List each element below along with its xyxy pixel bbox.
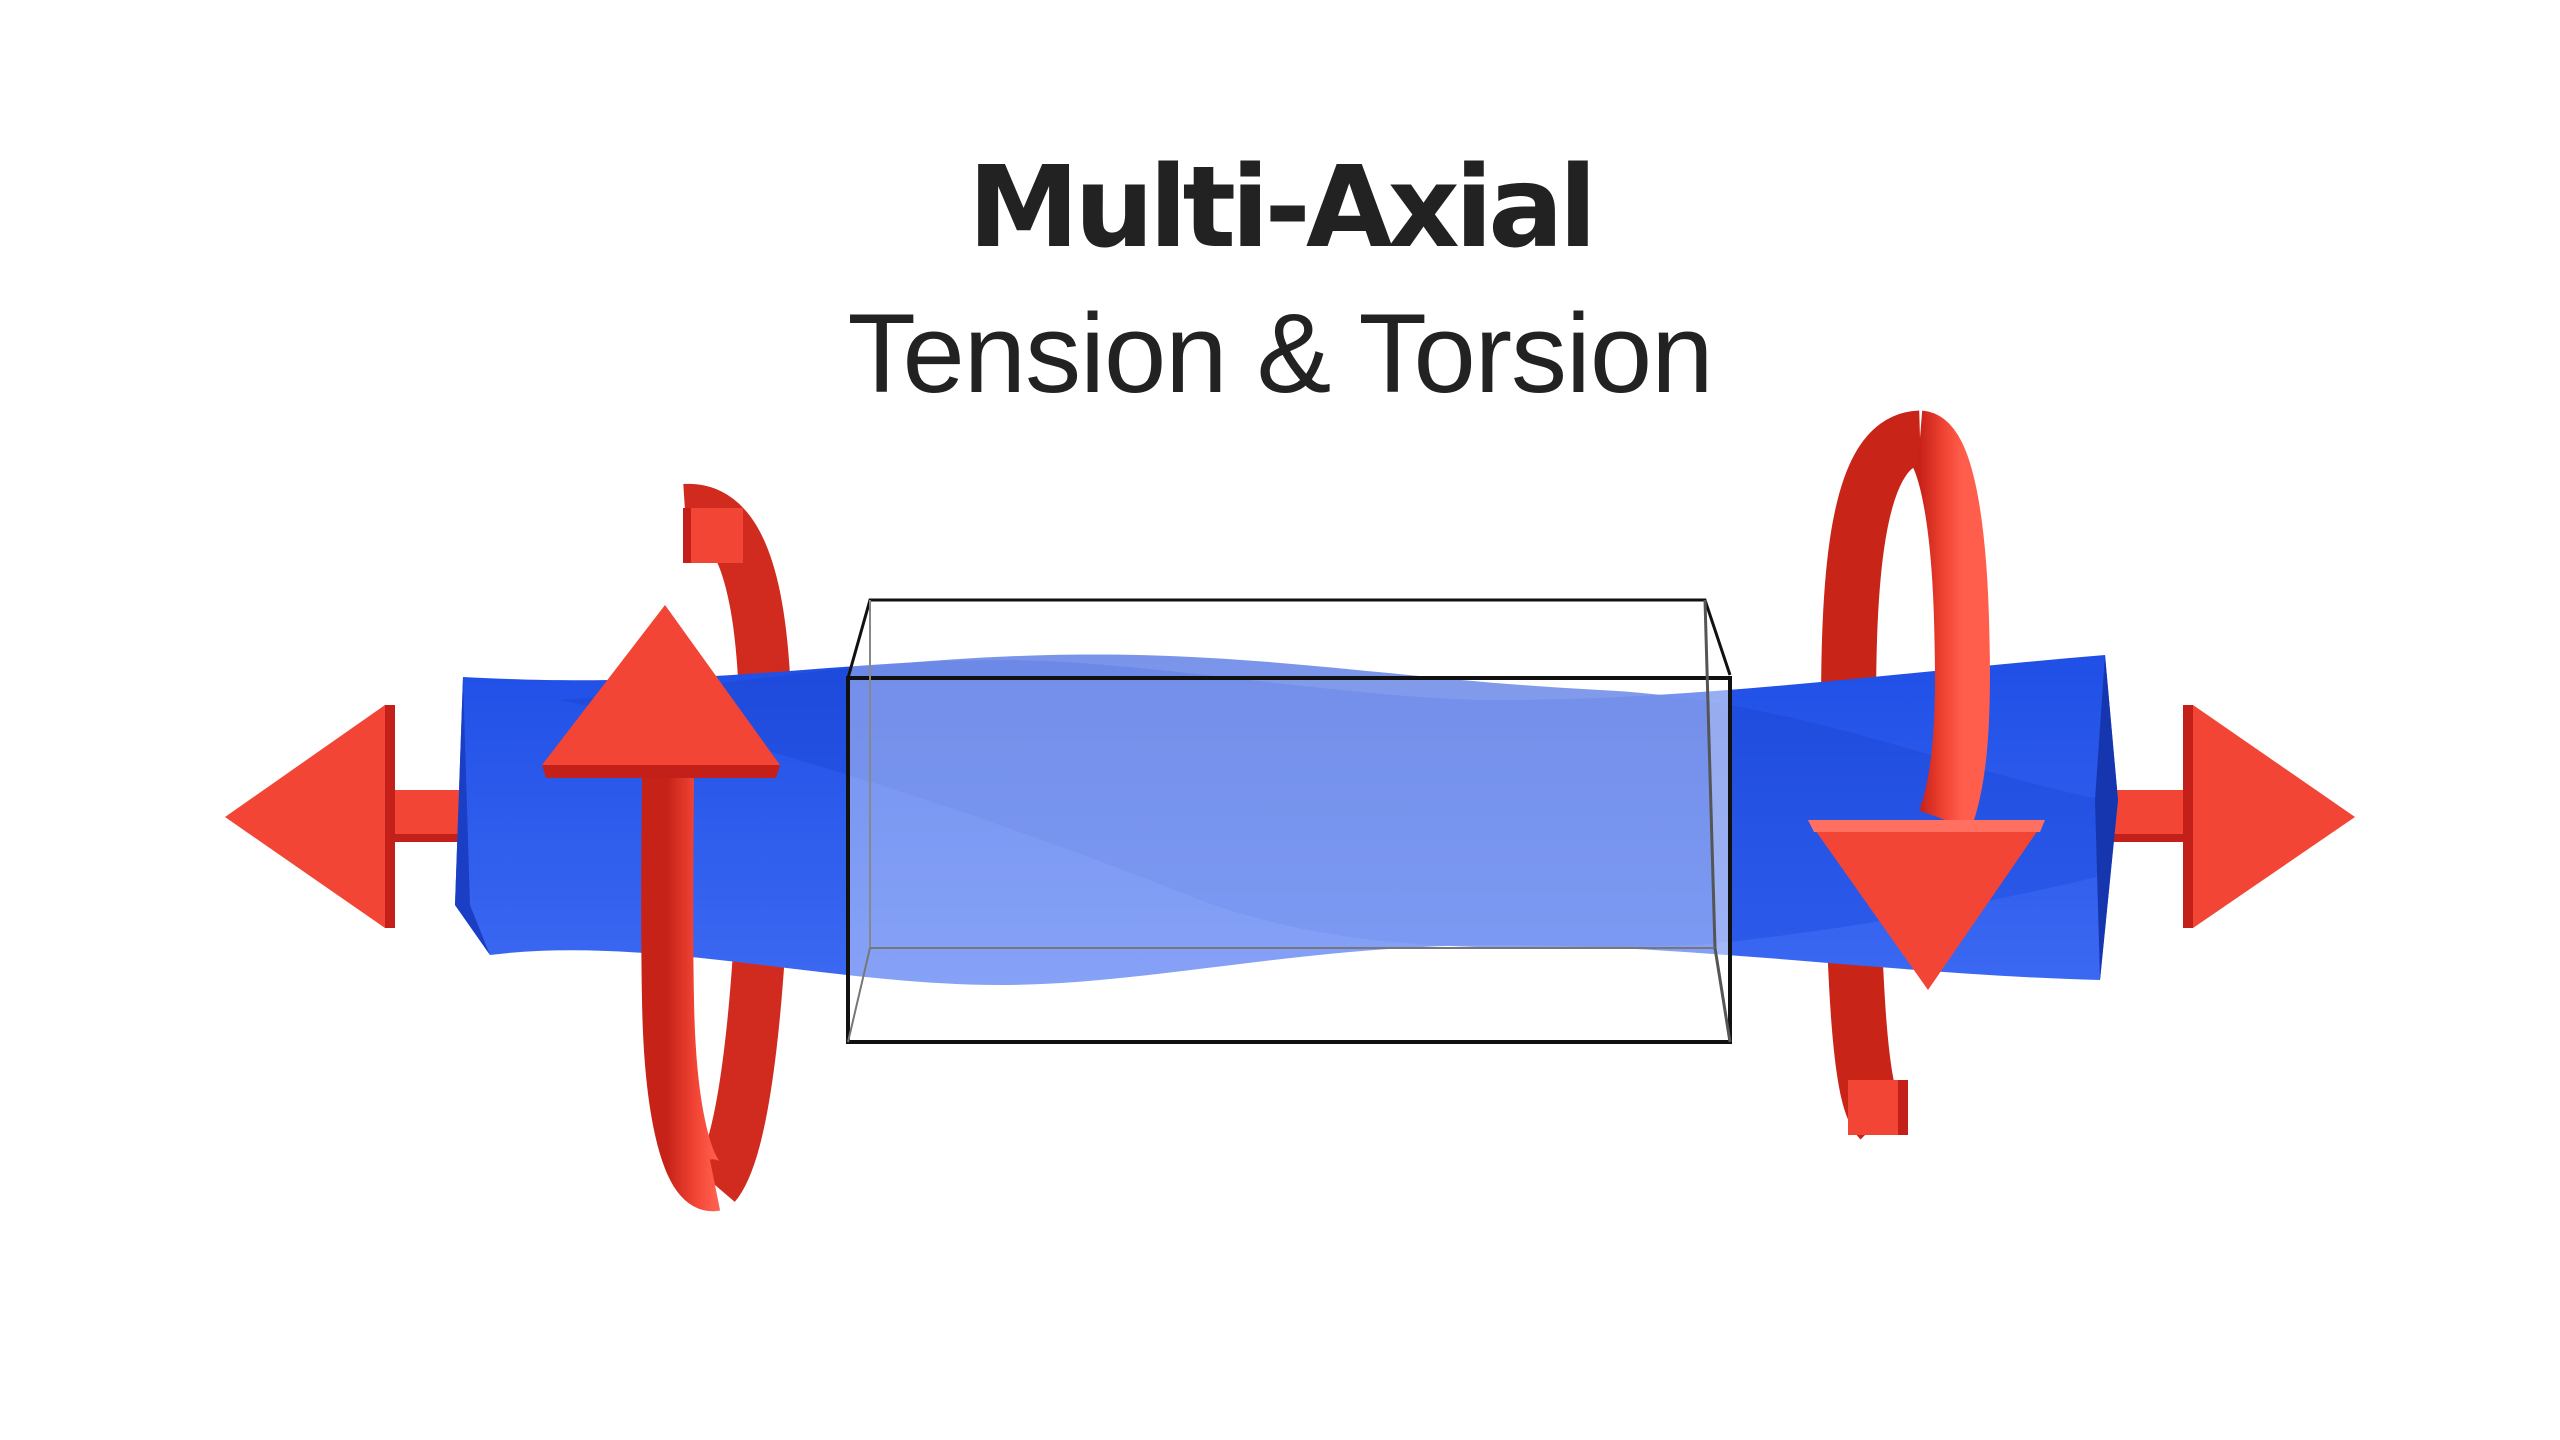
curved-down-arrow-icon: [1808, 410, 2045, 1135]
left-arrow-icon: [225, 705, 490, 928]
right-arrow-icon: [2085, 705, 2355, 928]
diagram-title: Multi-Axial: [967, 143, 1597, 273]
curved-up-arrow-icon: [542, 508, 780, 1212]
gauge-box: [846, 598, 1732, 1044]
diagram-subtitle: Tension & Torsion: [847, 291, 1714, 416]
